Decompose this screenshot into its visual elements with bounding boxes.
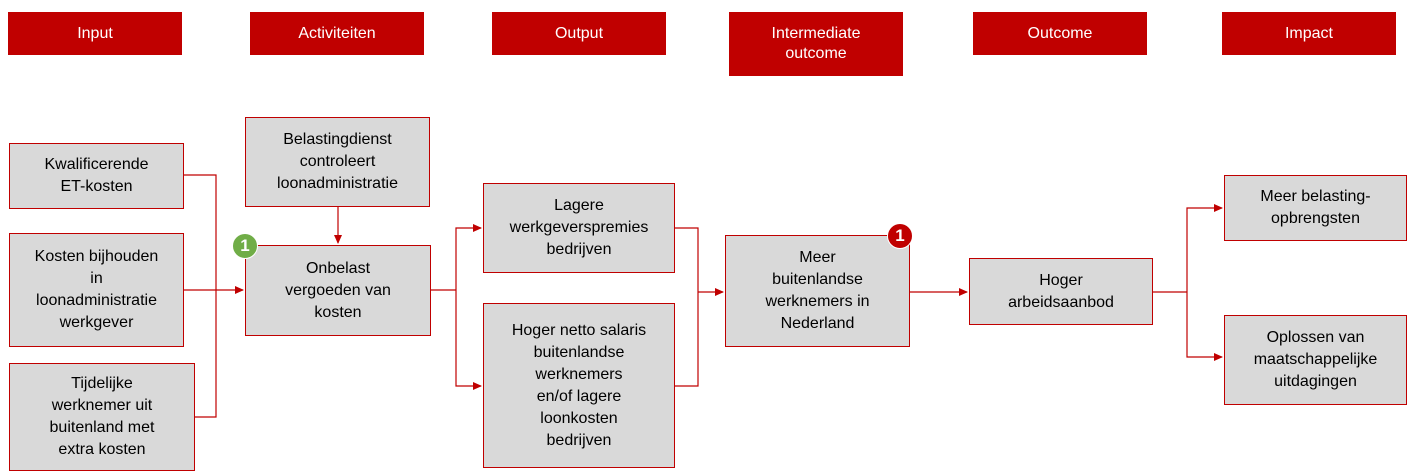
box-tijdelijke-werknemer: Tijdelijke werknemer uit buitenland met … bbox=[9, 363, 195, 471]
box-kosten-bijhouden: Kosten bijhouden in loonadministratie we… bbox=[9, 233, 184, 347]
header-activiteiten: Activiteiten bbox=[250, 12, 424, 55]
connector-kwalificerende bbox=[183, 174, 217, 290]
box-meer-buitenlandse-werknemers: Meer buitenlandse werknemers in Nederlan… bbox=[725, 235, 910, 347]
box-hoger-arbeidsaanbod: Hoger arbeidsaanbod bbox=[969, 258, 1153, 325]
box-meer-belasting-opbrengsten: Meer belasting- opbrengsten bbox=[1224, 175, 1407, 241]
header-impact: Impact bbox=[1222, 12, 1396, 55]
box-onbelast-vergoeden: Onbelast vergoeden van kosten bbox=[245, 245, 431, 336]
box-belastingdienst: Belastingdienst controleert loonadminist… bbox=[245, 117, 430, 207]
box-lagere-werkgeverspremies: Lagere werkgeverspremies bedrijven bbox=[483, 183, 675, 273]
connector-to-lagere bbox=[455, 224, 482, 290]
box-kwalificerende-et-kosten: Kwalificerende ET-kosten bbox=[9, 143, 184, 209]
header-input: Input bbox=[8, 12, 182, 55]
indicator-badge-green: 1 bbox=[232, 233, 258, 259]
header-intermediate-outcome: Intermediate outcome bbox=[729, 12, 903, 76]
indicator-badge-red: 1 bbox=[887, 223, 913, 249]
box-hoger-netto-salaris: Hoger netto salaris buitenlandse werknem… bbox=[483, 303, 675, 468]
connector-lagere-merge bbox=[675, 227, 699, 292]
connector-to-meer-belasting bbox=[1186, 204, 1223, 292]
connector-tijdelijke bbox=[195, 290, 217, 418]
header-output: Output bbox=[492, 12, 666, 55]
connector-to-oplossen bbox=[1186, 292, 1223, 361]
connector-hoger-merge bbox=[675, 292, 699, 387]
connector-to-hoger-netto bbox=[455, 290, 482, 390]
header-outcome: Outcome bbox=[973, 12, 1147, 55]
box-oplossen-uitdagingen: Oplossen van maatschappelijke uitdaginge… bbox=[1224, 315, 1407, 405]
